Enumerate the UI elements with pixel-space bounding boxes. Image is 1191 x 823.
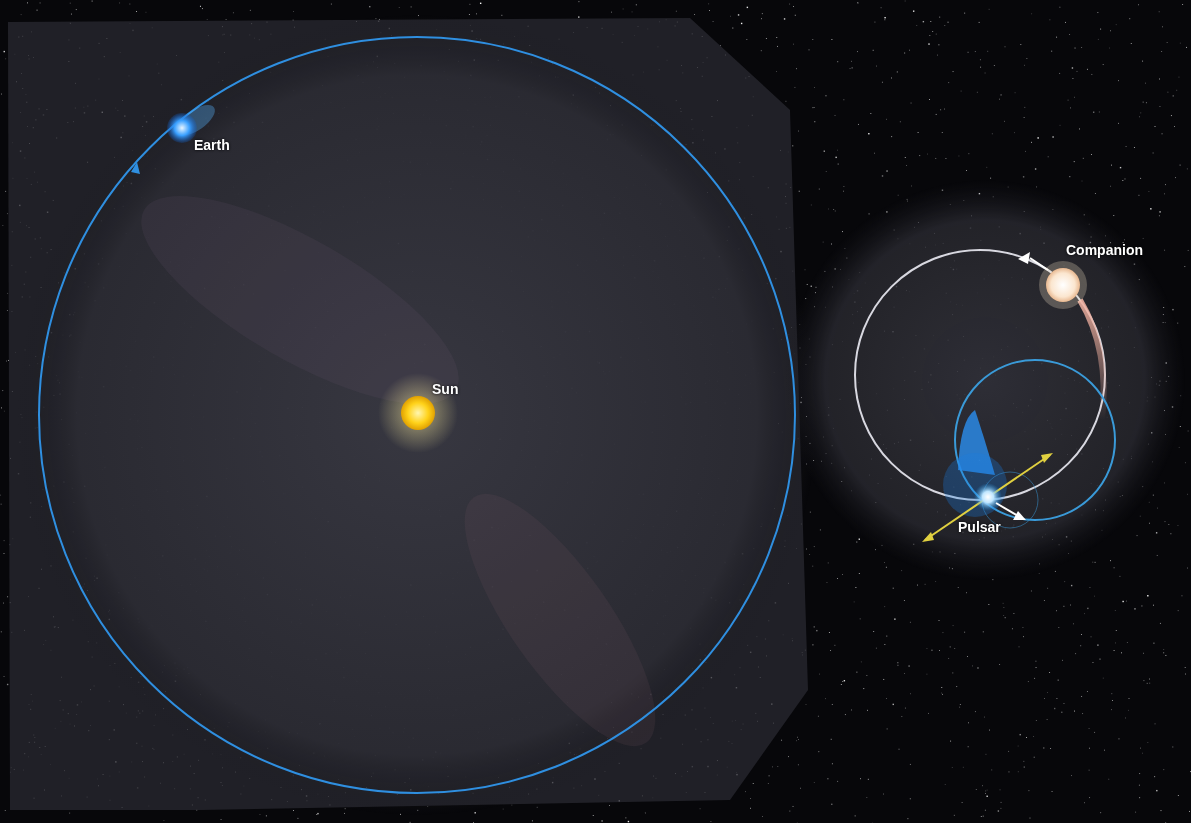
orbit-arrow [1030, 258, 1048, 270]
orbit-arrowhead [131, 162, 140, 174]
earth-orbit [39, 37, 795, 793]
pulsar-orbit [955, 360, 1115, 520]
object-label: Earth [194, 137, 230, 153]
axis-arrowhead [922, 532, 934, 542]
companion-star [1046, 268, 1080, 302]
fog-region [785, 180, 1185, 580]
motion-arrow [996, 503, 1018, 516]
object-label: Sun [432, 381, 458, 397]
sun-glow [378, 373, 458, 453]
motion-arrowhead [1013, 511, 1026, 520]
object-label: Companion [1066, 242, 1143, 258]
earth [167, 113, 197, 143]
object-label: Pulsar [958, 519, 1001, 535]
orbit-arrowhead [1018, 252, 1030, 264]
sun [401, 396, 435, 430]
companion-glow [1039, 261, 1087, 309]
fog-region [17, 15, 817, 815]
pulsar-glow [943, 453, 1007, 517]
axis-arrowhead [1041, 453, 1053, 463]
companion-trail [1080, 300, 1104, 420]
spin-axis [925, 455, 1050, 540]
nebula-wisp [433, 468, 687, 771]
pulsar [974, 483, 1002, 511]
